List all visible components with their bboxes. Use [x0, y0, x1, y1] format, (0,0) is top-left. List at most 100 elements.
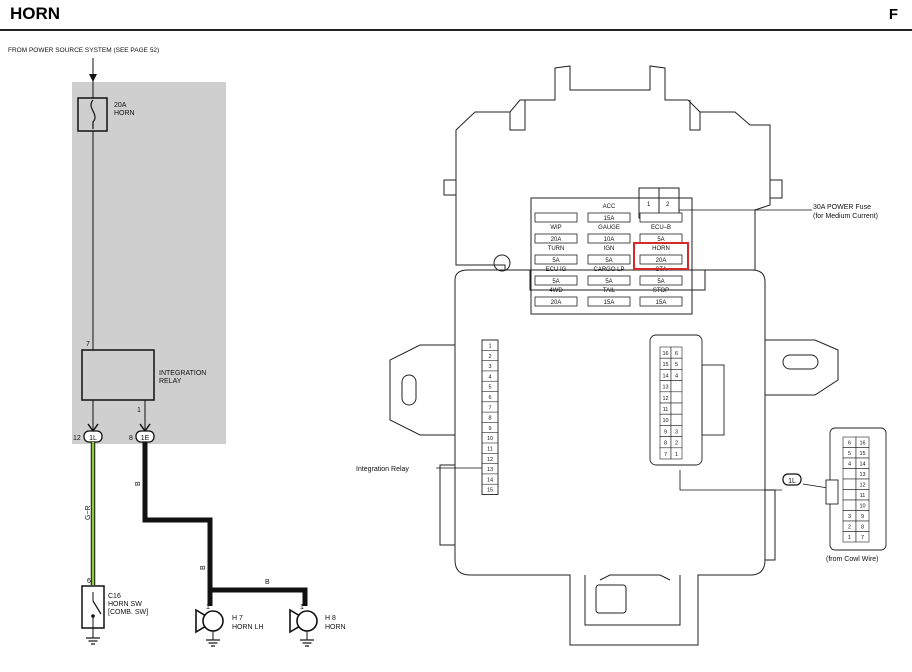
fuse-name: HORN: [114, 110, 135, 117]
fuse-rating: 15A: [604, 300, 615, 306]
horn-rh-code: H 8: [325, 615, 336, 622]
side-connector-pin: 1: [848, 535, 851, 541]
fuse-grid: ACC15AWIP20AGAUGE10AECU–B5ATURN5AIGN5AHO…: [534, 204, 683, 307]
inner-connector-pin: 1: [675, 452, 678, 458]
inner-connector-cell: [670, 380, 683, 393]
inner-connector-pin: 7: [664, 452, 667, 458]
side-connector-pin: 12: [859, 483, 865, 489]
relay-label-line2: RELAY: [159, 378, 182, 385]
inner-connector-pin: 15: [662, 362, 668, 368]
horn-rh-icon: [289, 608, 318, 647]
fuse-name: ECU–B: [651, 225, 671, 231]
switch-name-line1: HORN SW: [108, 601, 142, 608]
fuse-slot: [587, 296, 631, 307]
relay-label-line1: INTEGRATION: [159, 370, 206, 377]
side-connector-pin: 8: [861, 525, 864, 531]
relay-pin-number: 6: [488, 395, 491, 401]
inner-connector-cell: [670, 447, 683, 460]
relay-connector-label: Integration Relay: [356, 466, 409, 473]
inner-connector-pin: 4: [675, 373, 678, 379]
side-connector-leader: [802, 483, 829, 489]
fuse-slot: [534, 275, 578, 286]
fuse-name: WIP: [550, 225, 561, 231]
fuse-name: GAUGE: [598, 225, 620, 231]
fuse-name: IGN: [604, 246, 615, 252]
wire-color-gr: G−R: [85, 505, 92, 520]
side-connector-latch: [825, 479, 839, 505]
side-connector-cell: [842, 489, 857, 501]
connector-1e-pin: 8: [129, 435, 133, 442]
fuse-rating: 5A: [657, 279, 664, 285]
inner-connector-pin: 11: [663, 407, 669, 413]
connector-1l-pin: 12: [73, 435, 81, 442]
source-note: FROM POWER SOURCE SYSTEM (SEE PAGE 52): [8, 47, 159, 54]
inner-connector-latch: [701, 364, 725, 436]
inner-connector-pin: 3: [675, 429, 678, 435]
fuse-name: CARGO LP: [593, 267, 624, 273]
side-connector-cell: [842, 478, 857, 490]
power-fuse-pin-2: 2: [666, 202, 670, 208]
side-connector-pin: 7: [861, 535, 864, 541]
switch-ground-icon: [86, 637, 100, 645]
fuse-rating: 10A: [604, 237, 615, 243]
fuse-name: 4WD: [549, 288, 563, 294]
side-connector-pin: 10: [859, 504, 865, 510]
relay-pin-number: 14: [487, 477, 493, 483]
page-section-letter: F: [888, 6, 898, 23]
side-connector-pin: 13: [859, 472, 865, 478]
fuse-slot: [534, 296, 578, 307]
side-connector-pin: 11: [860, 493, 866, 499]
wire-color-b3: B: [265, 579, 270, 586]
fuse-name: STOP: [653, 288, 669, 294]
fuse-name: TAIL: [603, 288, 616, 294]
inner-connector-pin: 16: [662, 351, 668, 357]
fuse-rating: 20A: [114, 102, 127, 109]
side-connector-cell: [842, 499, 857, 511]
fuse-element: [90, 99, 96, 129]
fuse-name: ECU IG: [546, 267, 567, 273]
inner-connector-pin: 10: [662, 418, 668, 424]
side-connector-cell: [855, 531, 870, 543]
relay-pin-number: 11: [487, 447, 493, 453]
relay-pin-7: 7: [86, 341, 90, 348]
side-connector-pin: 9: [861, 514, 864, 520]
fuse-rating: 20A: [656, 258, 667, 264]
fuse-slot: [587, 233, 631, 244]
power-fuse-pin-1: 1: [647, 202, 651, 208]
relay-pin-number: 5: [488, 385, 491, 391]
horn-fuse-highlight: [633, 242, 689, 270]
fuse-rating: 5A: [552, 279, 559, 285]
fuse-slot: [587, 212, 631, 223]
inner-connector-pin: 13: [662, 385, 668, 391]
fuse-name: TURN: [548, 246, 565, 252]
fuse-name: ACC: [603, 204, 616, 210]
fuse-slot: [639, 275, 683, 286]
relay-pin-number: 8: [488, 416, 491, 422]
fuse-rating: 20A: [551, 300, 562, 306]
horn-lh-name: HORN LH: [232, 624, 264, 631]
fuse-slot: [587, 275, 631, 286]
relay-pin-number: 10: [487, 436, 493, 442]
side-connector-cell: [842, 468, 857, 480]
relay-pin-number: 1: [488, 344, 491, 350]
inner-connector-cell: [670, 391, 683, 404]
relay-pin-number: 13: [487, 467, 493, 473]
junction-block-shade: [72, 82, 226, 444]
fuse-rating: 5A: [552, 258, 559, 264]
fuse-rating: 5A: [657, 237, 664, 243]
fuse-slot: [534, 233, 578, 244]
side-connector-pin: 4: [848, 462, 851, 468]
side-connector-pin: 3: [848, 514, 851, 520]
fuse-slot-empty: [639, 212, 683, 223]
fuse-slot: [534, 254, 578, 265]
inner-connector-pin: 12: [662, 396, 668, 402]
switch-code: C16: [108, 593, 121, 600]
fuse-slot-empty: [534, 212, 578, 223]
junction-block-outline: [389, 65, 839, 646]
switch-pin: 6: [87, 578, 91, 585]
relay-pin-number: 9: [488, 426, 491, 432]
connector-1e-code: 1E: [141, 435, 150, 442]
fuse-slot: [639, 254, 683, 265]
connector-1l-tag-label: 1L: [788, 478, 796, 485]
